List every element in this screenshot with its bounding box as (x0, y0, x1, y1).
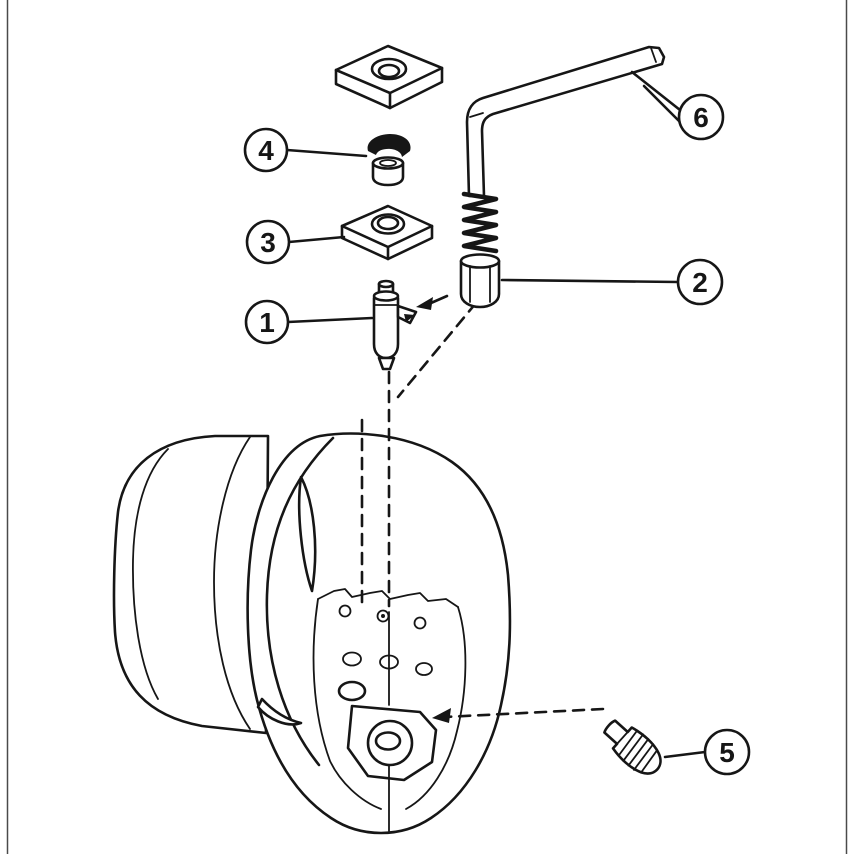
callout-2-label: 2 (692, 267, 708, 298)
head-silhouette (246, 432, 512, 835)
face-hole-small-1 (338, 604, 352, 618)
hex-key-tip-facet (650, 47, 657, 63)
callout-2: 2 (500, 258, 724, 306)
arrow-to-clamp (416, 297, 433, 310)
clamp-body (372, 296, 400, 360)
thread-5 (640, 749, 658, 774)
sleeve-top (371, 156, 405, 170)
callout-1-leader (286, 316, 374, 324)
coupling-front-rim (213, 436, 251, 730)
callout-6-leader-b (642, 84, 684, 126)
slot-upper (297, 475, 317, 593)
spring (461, 191, 499, 254)
face-top-edge (317, 588, 459, 608)
thread-2 (622, 733, 644, 762)
face-hole-mid-1 (342, 651, 362, 667)
face-hole-large (337, 680, 367, 702)
callout-3-label: 3 (260, 227, 276, 258)
shim-seat (340, 204, 434, 261)
coupling-rim-line (132, 448, 169, 700)
callout-3-circle (245, 219, 291, 265)
clamp-stem-top (377, 279, 395, 289)
clamp-spring-sleeve (367, 134, 411, 187)
callout-1-circle (244, 299, 290, 345)
face-hole-mid-3 (415, 662, 433, 676)
callout-3-leader (287, 235, 346, 244)
callout-5-circle (703, 728, 751, 776)
callout-6-leader-a (630, 70, 682, 112)
arrow-to-clamp-tail (429, 294, 449, 305)
face-hole-small-3 (413, 616, 427, 630)
clamp-finger-notch (404, 314, 415, 322)
sleeve-bore (379, 159, 397, 167)
callout-4-leader (285, 148, 368, 158)
callout-5: 5 (663, 728, 751, 776)
thread-3 (627, 738, 650, 767)
screw-head-top (459, 253, 501, 269)
tool-body (112, 432, 512, 835)
callout-2-leader (500, 278, 680, 284)
assembly-axis-lines (360, 301, 605, 719)
clamp (372, 279, 418, 371)
slot-lower (256, 697, 303, 726)
face-left-edge (312, 598, 382, 810)
torque-screw-flange (616, 731, 629, 745)
callout-6-label: 6 (693, 102, 709, 133)
torque-screw-outline (603, 719, 662, 775)
hex-key (465, 45, 666, 198)
arrow-to-pocket (432, 708, 451, 723)
callout-5-label: 5 (719, 737, 735, 768)
clamp-screw-assembly (459, 191, 501, 309)
axis-screw-diagonal (396, 301, 478, 399)
thread-1 (617, 729, 639, 757)
callout-6: 6 (630, 70, 725, 141)
callout-4-circle (243, 127, 289, 173)
clamp-tip (377, 356, 396, 371)
callout-1-label: 1 (259, 307, 275, 338)
thread-4 (633, 743, 655, 771)
callout-3: 3 (245, 219, 346, 265)
pocket-bore-hole (374, 731, 402, 751)
pocket-outline (346, 704, 438, 782)
coupling-silhouette (112, 434, 270, 735)
hex-key-outline (465, 45, 666, 198)
callout-4-label: 4 (258, 135, 274, 166)
face-hole-small-2-center (381, 614, 385, 618)
callout-5-leader (663, 750, 707, 759)
sleeve-hook (367, 134, 411, 157)
cutting-insert (334, 44, 444, 110)
callout-1: 1 (244, 299, 374, 345)
clamp-collar (372, 290, 400, 302)
insert-hole-inner (377, 63, 401, 79)
axis-torque-screw (443, 707, 605, 719)
torque-screw (603, 719, 662, 775)
callout-4: 4 (243, 127, 368, 173)
shim-hole (376, 215, 400, 231)
callout-6-circle (677, 93, 725, 141)
hex-key-bend-facet (469, 112, 484, 118)
face-right-edge (405, 606, 467, 810)
callout-2-circle (676, 258, 724, 306)
